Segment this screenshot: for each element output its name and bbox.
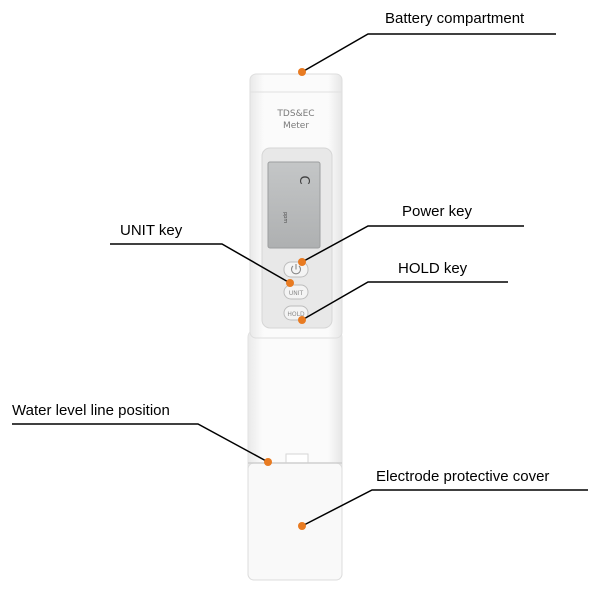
label-power-key: Power key <box>402 203 473 220</box>
meter-title-line1: TDS&EC <box>276 109 314 119</box>
marker-battery <box>298 68 306 76</box>
lcd-reading: C <box>296 175 311 184</box>
marker-power <box>298 258 306 266</box>
unit-key-label: UNIT <box>289 290 304 297</box>
marker-water <box>264 458 272 466</box>
leader-unit <box>110 243 291 284</box>
label-battery-compartment: Battery compartment <box>385 10 525 27</box>
cover-notch <box>285 453 309 463</box>
lcd-screen <box>267 161 321 249</box>
leader-electrode <box>301 489 588 527</box>
label-electrode-cover: Electrode protective cover <box>376 468 550 485</box>
leader-hold <box>301 281 508 321</box>
marker-hold <box>298 316 306 324</box>
marker-electrode <box>298 522 306 530</box>
power-icon <box>290 264 302 275</box>
meter-title-line2: Meter <box>283 121 309 131</box>
label-water-level: Water level line position <box>12 402 170 419</box>
leader-water <box>12 423 269 463</box>
hold-key-label: HOLD <box>287 311 305 318</box>
unit-key[interactable] <box>283 284 309 300</box>
lcd-unit: ppm <box>282 212 288 223</box>
marker-unit <box>286 279 294 287</box>
label-unit-key: UNIT key <box>120 222 183 239</box>
electrode-cover <box>247 462 343 581</box>
leader-power <box>301 225 524 263</box>
label-hold-key: HOLD key <box>398 260 468 277</box>
leader-battery <box>301 33 556 73</box>
